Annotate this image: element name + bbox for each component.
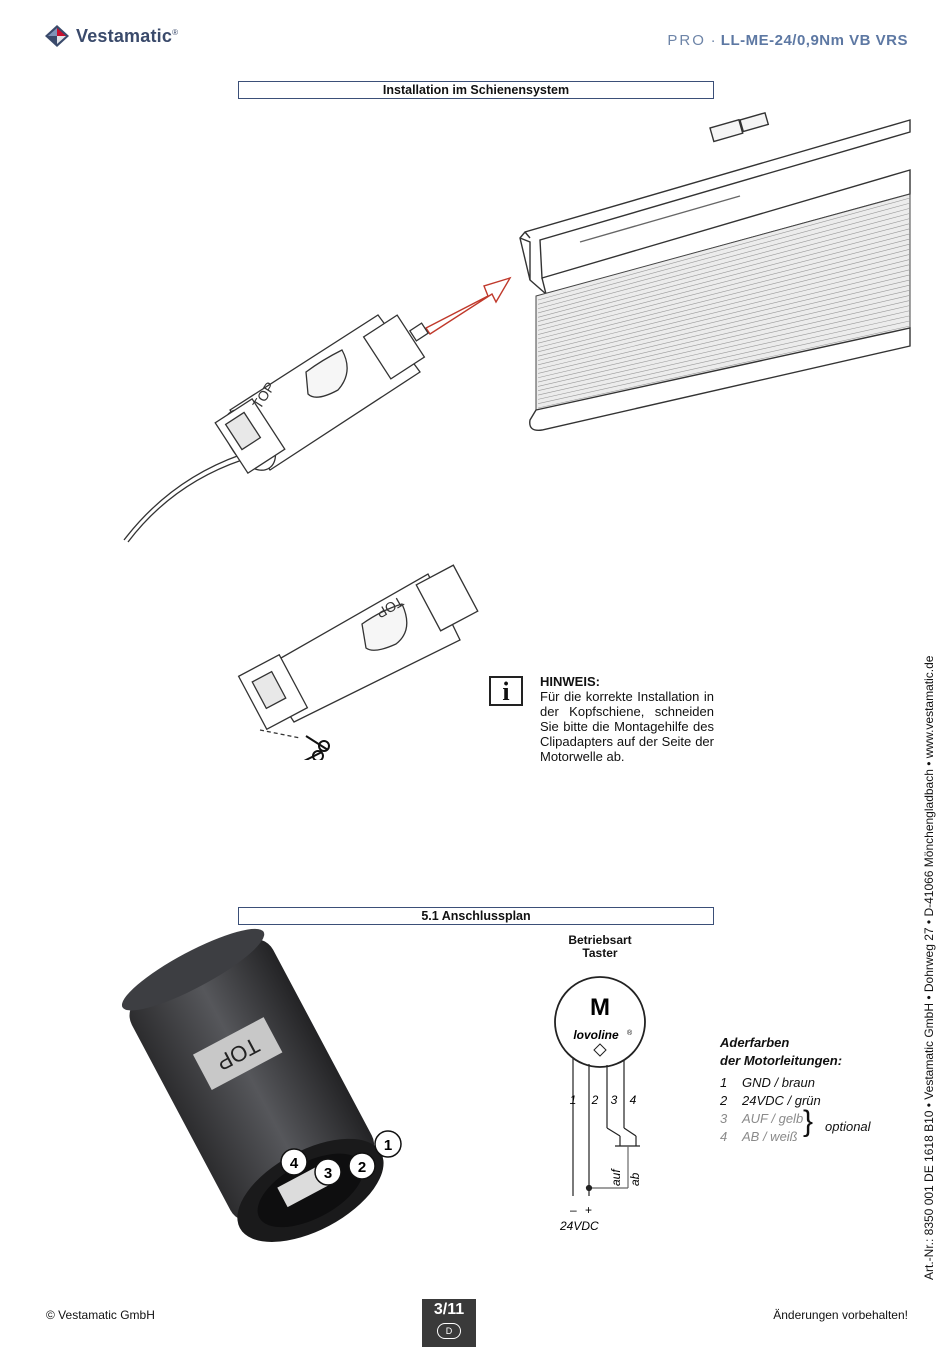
pleat-line bbox=[537, 269, 911, 361]
pleat-line bbox=[537, 284, 911, 374]
scissors-icon bbox=[303, 735, 330, 760]
footer-notice: Änderungen vorbehalten! bbox=[773, 1308, 908, 1322]
svg-text:+: + bbox=[585, 1203, 592, 1217]
motor-photo: TOP 1 2 3 4 bbox=[121, 928, 402, 1242]
switch-up-label: auf bbox=[609, 1168, 623, 1186]
pleat-line bbox=[537, 248, 911, 344]
mode-line-1: Betriebsart bbox=[568, 933, 632, 947]
optional-brace: } bbox=[803, 1105, 814, 1138]
motor-cut-detail: TOP bbox=[237, 564, 479, 739]
svg-text:–: – bbox=[570, 1203, 577, 1217]
motor-brand: lovoline bbox=[573, 1028, 619, 1042]
pin-1-label: 1 bbox=[384, 1137, 392, 1154]
svg-text:2: 2 bbox=[591, 1093, 599, 1107]
pin-3-label: 3 bbox=[324, 1165, 332, 1182]
pleat-line bbox=[537, 300, 911, 387]
pleat-line bbox=[537, 243, 911, 340]
supply-label: 24VDC bbox=[559, 1219, 599, 1233]
side-imprint: Art.-Nr.: 8350 001 DE 1618 B10 • Vestama… bbox=[922, 655, 936, 1280]
section-title-installation: Installation im Schienensystem bbox=[238, 81, 714, 99]
vestamatic-logo-icon bbox=[45, 25, 69, 47]
pleat-line bbox=[537, 223, 911, 322]
optional-label: optional bbox=[825, 1119, 871, 1134]
motor-letter: M bbox=[590, 994, 610, 1021]
pleat-line bbox=[537, 289, 911, 379]
operating-mode: Betriebsart Taster bbox=[560, 934, 640, 960]
motor-symbol bbox=[554, 976, 646, 1068]
mode-line-2: Taster bbox=[582, 946, 618, 960]
pleat-line bbox=[537, 294, 911, 383]
pleat-line bbox=[537, 320, 911, 404]
brand-logo: Vestamatic® bbox=[44, 24, 178, 48]
bottom-rail bbox=[529, 327, 911, 431]
svg-text:3: 3 bbox=[611, 1093, 618, 1107]
hint-text: HINWEIS: Für die korrekte Installation i… bbox=[540, 674, 714, 764]
info-icon: i bbox=[489, 676, 523, 706]
pleat-line bbox=[537, 305, 911, 392]
page-indicator: 3/11 D bbox=[422, 1299, 476, 1347]
pleat-line bbox=[537, 274, 911, 366]
insert-arrow bbox=[424, 276, 512, 335]
pleat-line bbox=[537, 218, 911, 318]
motor-assembled: TOP bbox=[123, 314, 430, 543]
footer-copyright: © Vestamatic GmbH bbox=[46, 1308, 155, 1322]
pleat-line bbox=[537, 233, 911, 331]
head-rail bbox=[519, 111, 911, 295]
hint-body: Für die korrekte Installation in der Kop… bbox=[540, 689, 714, 764]
pleat-line bbox=[537, 238, 911, 335]
section-title-wiring: 5.1 Anschlussplan bbox=[238, 907, 714, 925]
pleat-line bbox=[537, 264, 911, 357]
language-badge: D bbox=[437, 1323, 461, 1339]
pin-2-label: 2 bbox=[358, 1159, 366, 1176]
wiring-diagram: M lovoline ® 1 2 3 4 auf ab – + 24VDC bbox=[554, 976, 646, 1233]
pleat-line bbox=[537, 310, 911, 396]
pleat-line bbox=[537, 325, 911, 409]
wire-colors-title: Aderfarben der Motorleitungen: bbox=[720, 1035, 843, 1068]
pleat-line bbox=[537, 202, 911, 305]
pleat-line bbox=[537, 228, 911, 327]
pleat-line bbox=[537, 213, 911, 314]
pleat-line bbox=[537, 197, 911, 301]
pleat-line bbox=[537, 207, 911, 309]
pin-callouts: 1 2 3 4 bbox=[280, 1130, 402, 1186]
page-number: 3/11 bbox=[433, 1301, 465, 1318]
pleat-line bbox=[537, 315, 911, 400]
pin-4-label: 4 bbox=[290, 1155, 299, 1172]
hint-title: HINWEIS: bbox=[540, 674, 600, 689]
svg-text:4: 4 bbox=[630, 1093, 637, 1107]
installation-illustration: TOP TOP bbox=[123, 111, 911, 760]
svg-text:1: 1 bbox=[570, 1093, 577, 1107]
svg-text:®: ® bbox=[627, 1029, 633, 1037]
brand-name: Vestamatic® bbox=[76, 25, 179, 46]
product-title: PRO · LL-ME-24/0,9Nm VB VRS bbox=[667, 32, 908, 49]
pleat-line bbox=[537, 259, 911, 353]
pleat-line bbox=[537, 254, 911, 348]
pleat-line bbox=[537, 279, 911, 370]
switch-down-label: ab bbox=[628, 1172, 642, 1186]
